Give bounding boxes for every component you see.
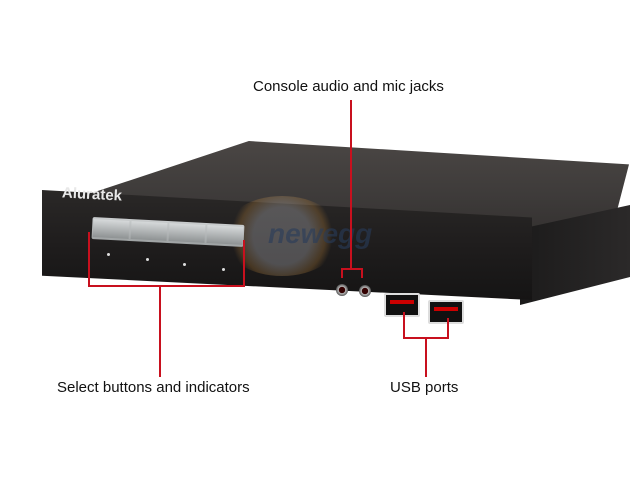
callout-usb-line xyxy=(425,337,427,377)
callout-select-label: Select buttons and indicators xyxy=(57,379,250,396)
callout-usb-right xyxy=(447,318,449,338)
callout-select-right xyxy=(243,240,245,286)
indicator-1 xyxy=(107,253,110,256)
callout-select-bracket xyxy=(88,285,245,287)
callout-audio-bracket xyxy=(341,268,363,270)
callout-usb-label: USB ports xyxy=(390,379,459,396)
callout-audio-label: Console audio and mic jacks xyxy=(253,78,444,95)
brand-logo: Aluratek xyxy=(61,184,123,205)
callout-audio-bracket-left xyxy=(341,268,343,278)
indicator-3 xyxy=(183,263,186,266)
callout-audio-bracket-right xyxy=(361,268,363,278)
usb-port-1 xyxy=(384,293,420,317)
callout-usb-left xyxy=(403,312,405,338)
callout-audio-line xyxy=(350,100,352,270)
callout-select-left xyxy=(88,232,90,286)
headphone-jack xyxy=(336,284,348,296)
callout-select-line xyxy=(159,285,161,377)
watermark-text: newegg xyxy=(268,218,373,249)
indicator-2 xyxy=(146,258,149,261)
usb-port-2 xyxy=(428,300,464,324)
indicator-4 xyxy=(222,268,225,271)
mic-jack xyxy=(359,285,371,297)
